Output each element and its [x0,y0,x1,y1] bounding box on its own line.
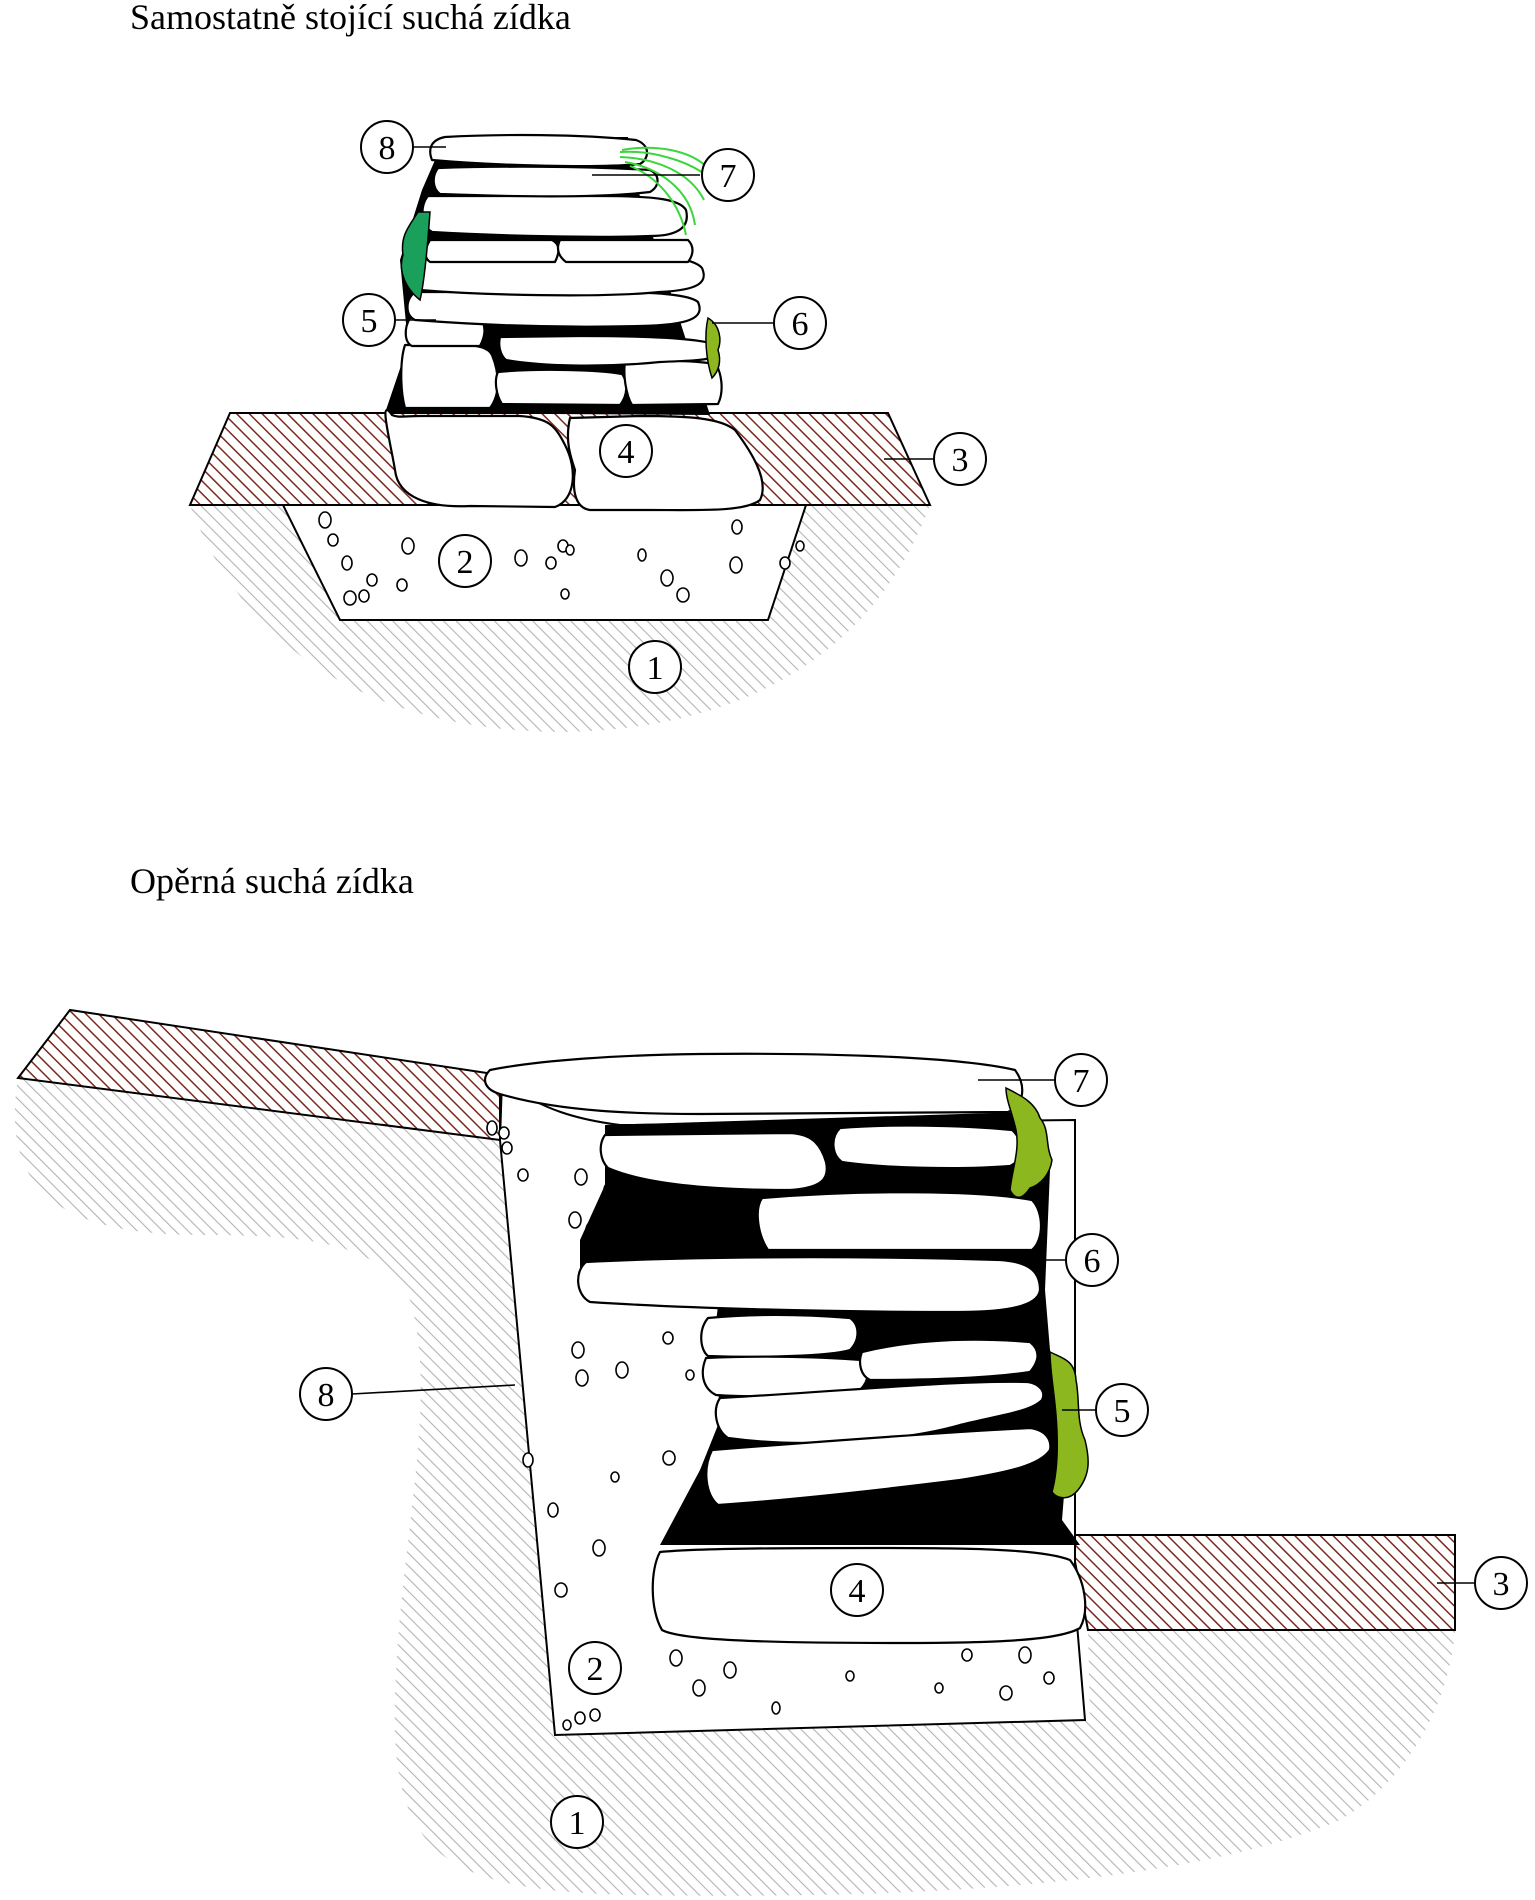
callout-7-text: 7 [720,158,737,195]
moss-olive-green [705,316,721,380]
callout-4 [599,424,653,478]
callout-4-text: 4 [618,434,635,471]
callout-6 [1065,1233,1119,1287]
callout-3-text: 3 [952,442,969,479]
subsoil-layer [14,1078,1455,1896]
gravel-foundation [281,504,808,621]
callout-2-text: 2 [457,544,474,581]
callout-8-text: 8 [318,1377,335,1414]
gravel-pebbles [318,511,805,606]
callout-1-text: 1 [647,650,664,687]
callout-6-text: 6 [1084,1243,1101,1280]
callout-5 [1095,1383,1149,1437]
retaining-wall-diagram: 7 6 8 5 4 3 2 1 [14,1008,1528,1896]
callout-4-text: 4 [849,1573,866,1610]
freestanding-wall-diagram: 8 7 5 6 4 3 2 1 [188,120,987,732]
wall-stones [384,133,764,512]
callout-1-text: 1 [569,1805,586,1842]
callouts-diagram-2: 7 6 8 5 4 3 2 1 [299,1053,1528,1849]
moss-olive-green-top [1005,1086,1053,1198]
callout-6 [773,296,827,350]
callout-3 [933,432,987,486]
callout-8 [299,1367,353,1421]
lower-topsoil-layer [1068,1534,1456,1631]
callout-5-text: 5 [1114,1393,1131,1430]
gravel-pebbles [486,1120,1055,1731]
callout-4 [830,1563,884,1617]
callouts-diagram-1: 8 7 5 6 4 3 2 1 [342,120,987,694]
moss-olive-green-bottom [1049,1350,1089,1499]
callout-8 [360,120,414,174]
callout-2 [568,1641,622,1695]
diagram-1-title: Samostatně stojící suchá zídka [130,0,571,37]
callout-3-text: 3 [1493,1566,1510,1603]
moss-dark-green [400,211,431,302]
wall-stones [483,1052,1087,1645]
callout-8-text: 8 [379,130,396,167]
callout-5 [342,293,396,347]
callout-1 [628,640,682,694]
callout-2-text: 2 [587,1651,604,1688]
callout-5-text: 5 [361,303,378,340]
callout-6-text: 6 [792,306,809,343]
callout-7-text: 7 [1073,1063,1090,1100]
callout-2 [438,534,492,588]
callout-7 [1054,1053,1108,1107]
callout-3 [1474,1556,1528,1610]
callout-1 [550,1795,604,1849]
diagram-2-title: Opěrná suchá zídka [130,861,414,901]
callout-7 [701,148,755,202]
